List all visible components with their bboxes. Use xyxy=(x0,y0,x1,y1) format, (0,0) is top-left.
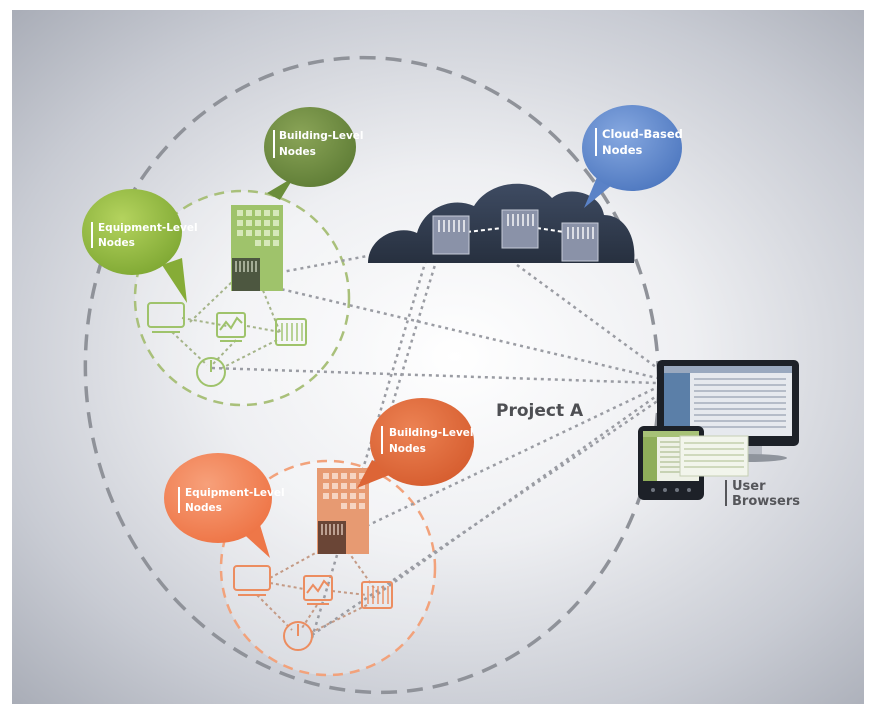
project-label: Project A xyxy=(496,401,584,421)
bubble-orange-building: Building-Level Nodes xyxy=(357,398,474,488)
chart-icon xyxy=(303,575,333,605)
bubble-orange-building-line1: Building-Level xyxy=(389,427,474,439)
server-node-icon xyxy=(501,209,539,249)
bubble-cloud: Cloud-Based Nodes xyxy=(582,105,683,208)
io-module-icon xyxy=(361,581,393,609)
bubble-green-building: Building-Level Nodes xyxy=(264,107,364,200)
server-node-icon xyxy=(561,222,599,262)
monitor-icon xyxy=(233,565,271,596)
bubble-green-equipment-line2: Nodes xyxy=(98,237,135,249)
bubble-orange-equipment-line1: Equipment-Level xyxy=(185,487,285,499)
bubble-orange-equipment: Equipment-Level Nodes xyxy=(164,453,285,558)
bubble-green-building-line1: Building-Level xyxy=(279,130,364,142)
bubble-green-building-line2: Nodes xyxy=(279,146,316,158)
gauge-icon xyxy=(196,357,226,387)
bubble-green-equipment: Equipment-Level Nodes xyxy=(82,189,198,303)
bubble-cloud-line1: Cloud-Based xyxy=(602,127,683,141)
building-icon xyxy=(231,205,283,291)
bubble-orange-building-line2: Nodes xyxy=(389,443,426,455)
browsers-label-line1: User xyxy=(732,479,766,494)
bubble-cloud-line2: Nodes xyxy=(602,143,643,157)
cloud-server-nodes xyxy=(432,209,599,262)
diagram-canvas: Building-Level Nodes Equipment-Level Nod… xyxy=(12,10,864,704)
io-module-icon xyxy=(275,318,307,346)
gauge-icon xyxy=(283,621,313,651)
orange-site-boundary xyxy=(219,459,437,677)
bubble-orange-equipment-line2: Nodes xyxy=(185,502,222,514)
network-diagram: Building-Level Nodes Equipment-Level Nod… xyxy=(82,55,800,695)
building-icon xyxy=(317,468,369,554)
monitor-icon xyxy=(147,302,185,333)
server-node-icon xyxy=(432,215,470,255)
browser-panel xyxy=(679,435,749,477)
chart-icon xyxy=(216,312,246,342)
project-boundary xyxy=(83,55,661,695)
bubble-green-equipment-line1: Equipment-Level xyxy=(98,222,198,234)
browsers-label-line2: Browsers xyxy=(732,494,800,509)
green-site-boundary xyxy=(133,189,351,407)
